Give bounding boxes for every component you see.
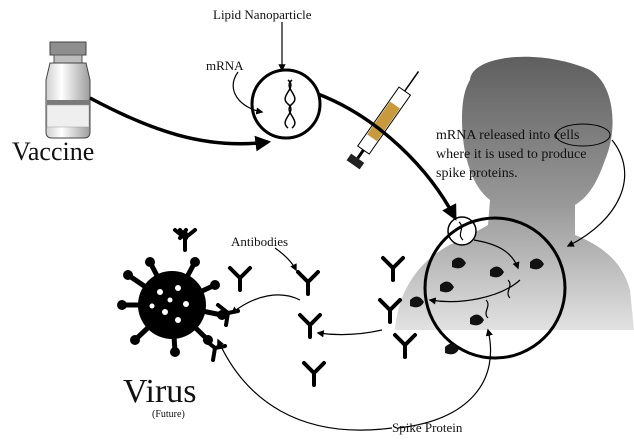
- label-antibodies: Antibodies: [231, 234, 288, 249]
- vial-icon: [46, 42, 90, 138]
- mrna-strand-icon: [285, 80, 295, 128]
- nanoparticle-icon: [252, 70, 320, 138]
- label-spike-protein: Spike Protein: [392, 420, 463, 435]
- label-future: (Future): [152, 409, 185, 420]
- person-silhouette: [395, 57, 634, 330]
- label-mrna-released-3: spike proteins.: [436, 166, 518, 181]
- label-lipid-nanoparticle: Lipid Nanoparticle: [213, 7, 312, 22]
- antibody-icon: [180, 230, 415, 385]
- label-vaccine: Vaccine: [12, 137, 94, 166]
- label-virus: Virus: [123, 373, 197, 410]
- syringe-icon: [347, 67, 425, 170]
- label-mrna-released-2: where it is used to produce: [436, 147, 586, 162]
- label-mrna: mRNA: [206, 58, 244, 73]
- label-mrna-released-1: mRNA released into cells: [436, 128, 579, 143]
